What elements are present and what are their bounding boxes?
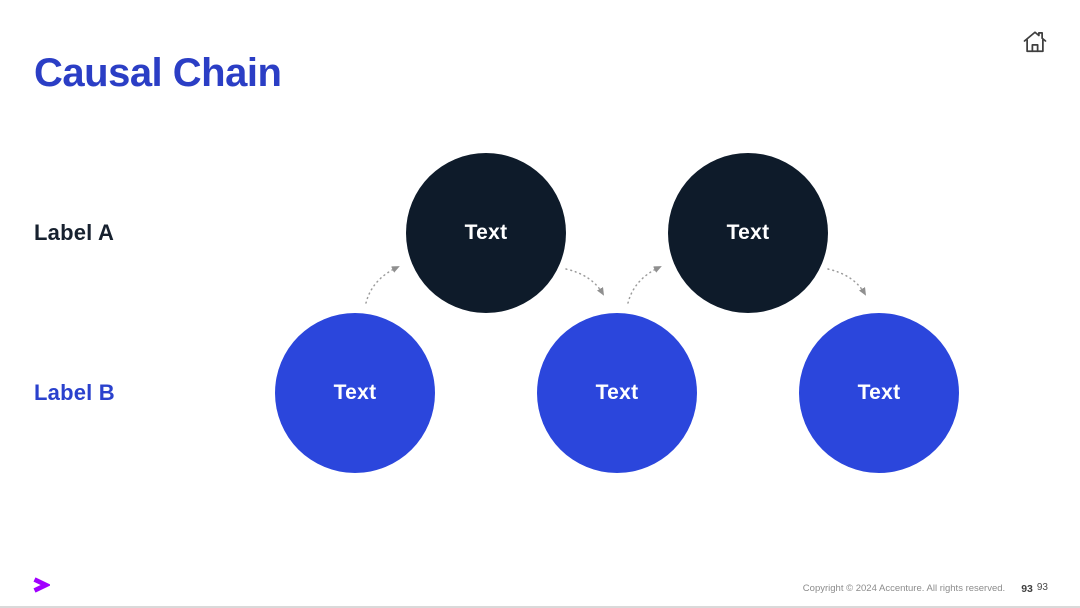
dotted-arrow-1 [365, 266, 400, 304]
node-blue-1: Text [275, 313, 435, 473]
accenture-logo-icon [32, 576, 52, 594]
page-title: Causal Chain [34, 50, 282, 95]
dotted-arrow-4 [827, 268, 867, 296]
node-blue-2: Text [537, 313, 697, 473]
node-blue-3: Text [799, 313, 959, 473]
node-dark-2: Text [668, 153, 828, 313]
home-icon [1020, 27, 1050, 60]
home-button[interactable] [1018, 26, 1052, 60]
row-label-b: Label B [34, 380, 115, 405]
row-label-a: Label A [34, 220, 115, 245]
page-number-secondary: 93 [1036, 582, 1048, 593]
node-label: Text [726, 221, 770, 244]
node-dark-1: Text [406, 153, 566, 313]
node-label: Text [464, 221, 508, 244]
node-label: Text [857, 381, 901, 404]
dotted-arrow-2 [565, 268, 605, 296]
footer-meta: Copyright © 2024 Accenture. All rights r… [802, 582, 1048, 595]
node-label: Text [333, 381, 377, 404]
node-label: Text [595, 381, 639, 404]
page-number: 93 [1021, 583, 1033, 595]
copyright-text: Copyright © 2024 Accenture. All rights r… [802, 583, 1006, 594]
dotted-arrow-3 [627, 266, 662, 304]
